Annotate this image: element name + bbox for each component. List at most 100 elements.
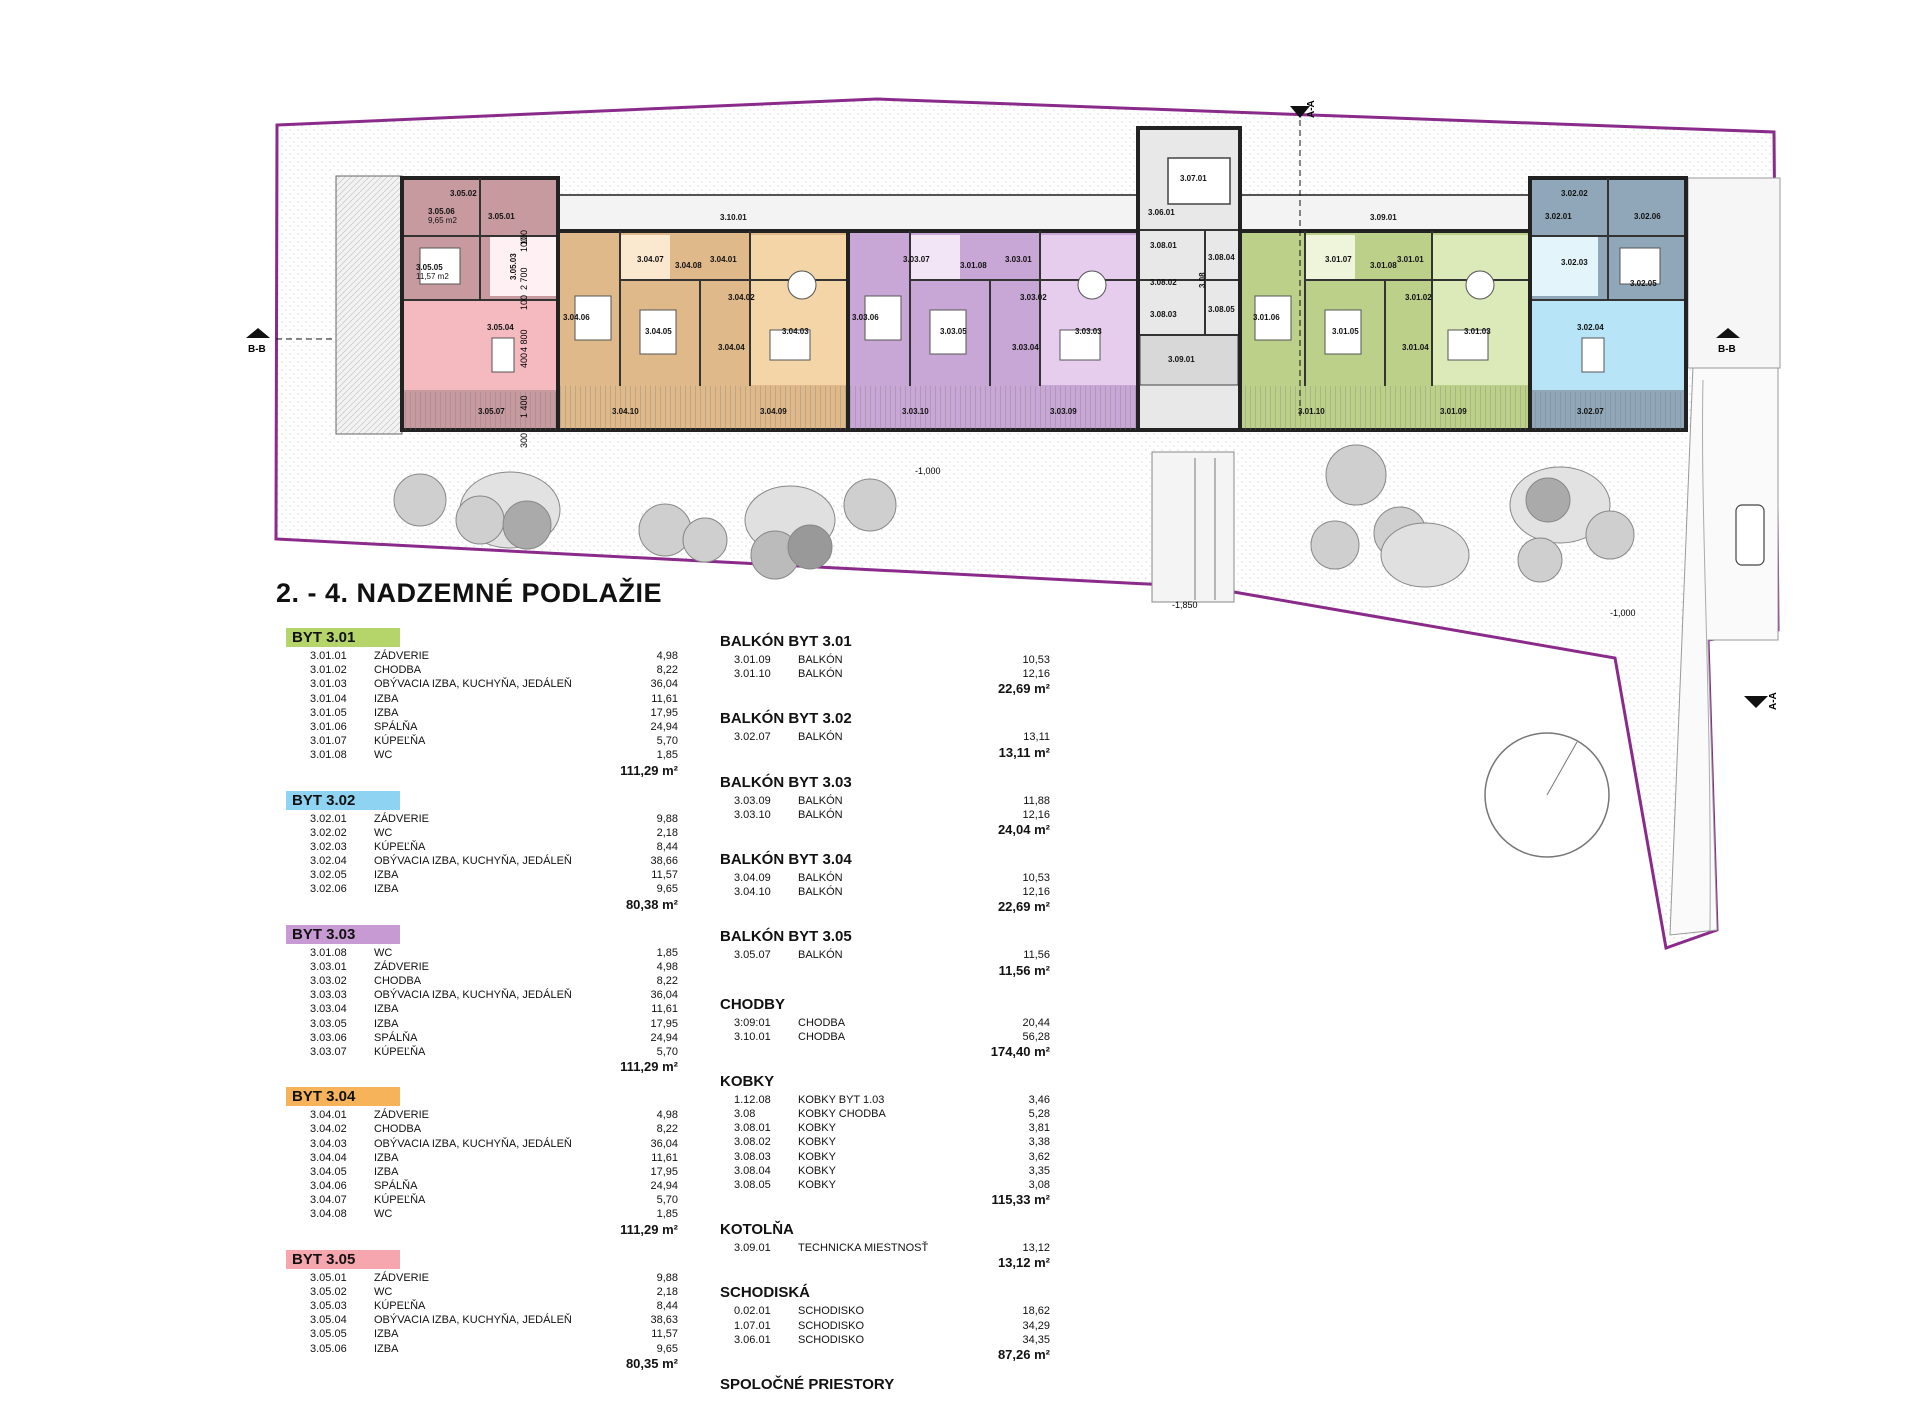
room-name: TECHNICKA MIESTNOSŤ: [798, 1242, 929, 1255]
room-name: IZBA: [374, 1328, 399, 1341]
section-total: 111,29 m²: [620, 1221, 678, 1237]
room-name: BALKÓN: [798, 668, 843, 681]
furniture: [419, 247, 1661, 373]
room-name: OBÝVACIA IZBA, KUCHYŇA, JEDÁLEŇ: [374, 1137, 572, 1150]
boiler-room: [1139, 334, 1239, 386]
apartment-305-bath: [490, 236, 556, 296]
room-name: KOBKY: [798, 1179, 836, 1191]
svg-text:3.09.01: 3.09.01: [1168, 355, 1195, 364]
svg-text:3.05.01: 3.05.01: [488, 212, 515, 221]
svg-text:3.01.06: 3.01.06: [1253, 313, 1280, 322]
room-code: 3.01.03: [310, 678, 347, 691]
svg-text:3.01.09: 3.01.09: [1440, 407, 1467, 416]
room-area: 11,61: [651, 1003, 678, 1016]
room-name: SCHODISKO: [798, 1305, 865, 1318]
room-area: 38,66: [650, 855, 678, 868]
room-name: IZBA: [374, 869, 399, 882]
svg-text:3.02.06: 3.02.06: [1634, 212, 1661, 221]
room-area: 3,46: [1028, 1093, 1050, 1106]
right-terrace: [1687, 177, 1781, 369]
room-area: 38,63: [650, 1314, 678, 1327]
svg-text:3.04.05: 3.04.05: [645, 327, 672, 336]
room-area: 8,44: [656, 840, 678, 853]
section-header: BYT 3.01: [286, 628, 400, 647]
section-marker-a-bottom: [1744, 696, 1768, 708]
section-total: 111,29 m²: [620, 762, 678, 778]
room-area: 5,70: [656, 1045, 678, 1058]
room-name: CHODBA: [374, 975, 422, 987]
room-name: ZÁDVERIE: [374, 650, 430, 662]
section-header: BALKÓN BYT 3.05: [720, 928, 852, 946]
room-area: 13,11: [1023, 731, 1050, 744]
room-name: IZBA: [374, 1003, 399, 1016]
room-code: 3.03.09: [734, 794, 771, 807]
room-name: KOBKY CHODBA: [798, 1108, 886, 1121]
room-name: IZBA: [374, 1017, 399, 1030]
apartment-302-living: [1532, 300, 1684, 390]
svg-text:3.04.01: 3.04.01: [710, 255, 737, 264]
room-area: 11,56: [1023, 949, 1050, 962]
room-name: WC: [374, 946, 393, 959]
section-header: BALKÓN BYT 3.03: [720, 773, 852, 791]
room-code: 3.03.10: [734, 808, 771, 821]
svg-text:3.08.04: 3.08.04: [1208, 253, 1235, 262]
room-area: 12,16: [1022, 668, 1050, 681]
section-header: BYT 3.02: [286, 790, 400, 810]
room-name: IZBA: [374, 692, 399, 705]
apartment-302-balcony: [1532, 392, 1684, 430]
room-name: KOBKY BYT 1.03: [798, 1093, 885, 1106]
svg-text:3.02.07: 3.02.07: [1577, 407, 1604, 416]
section-header: KOBKY: [720, 1072, 775, 1090]
room-name: WC: [374, 1208, 393, 1221]
room-name: KÚPEĽŇA: [374, 735, 426, 748]
room-code: 3.04.10: [734, 886, 771, 899]
room-name: BALKÓN: [798, 886, 843, 899]
room-code: 3.06.01: [734, 1333, 771, 1346]
section-total: 22,69 m²: [997, 899, 1050, 915]
section-marker-a-top: [1290, 106, 1310, 420]
room-code: 3.05.01: [310, 1271, 347, 1284]
stairwell: [1167, 157, 1231, 205]
svg-text:3.01.10: 3.01.10: [1298, 407, 1325, 416]
svg-text:400: 400: [519, 353, 529, 368]
room-name: OBÝVACIA IZBA, KUCHYŇA, JEDÁLEŇ: [374, 678, 572, 691]
room-area: 56,28: [1022, 1030, 1050, 1043]
apartment-301-balcony: [1242, 386, 1528, 430]
svg-text:3.08.02: 3.08.02: [1150, 278, 1177, 287]
room-area: 11,57: [651, 869, 678, 882]
room-code: 3.03.04: [310, 1003, 347, 1016]
room-code: 3.09.01: [734, 1242, 771, 1255]
svg-text:1 400: 1 400: [519, 395, 529, 418]
area-section: SPOLOČNÉ PRIESTORY: [720, 1375, 1050, 1396]
section-total: 24,04 m²: [997, 821, 1050, 837]
svg-text:3.01.04: 3.01.04: [1402, 343, 1429, 352]
page-title: 2. - 4. NADZEMNÉ PODLAŽIE: [276, 578, 663, 608]
section-label-a-bottom: A-A: [1768, 692, 1779, 710]
room-area: 11,61: [651, 692, 678, 705]
room-name: IZBA: [374, 1165, 399, 1178]
room-name: BALKÓN: [798, 654, 843, 666]
room-code: 3.04.04: [310, 1151, 347, 1164]
room-area: 1,85: [656, 1208, 678, 1221]
